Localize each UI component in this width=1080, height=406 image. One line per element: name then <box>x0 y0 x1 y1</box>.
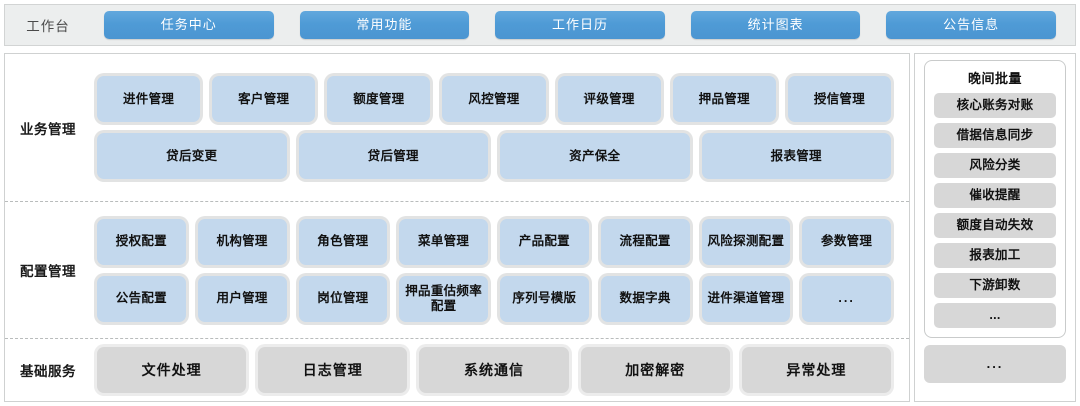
business-row-2: 贷后变更 贷后管理 资产保全 报表管理 <box>91 133 897 179</box>
card-data-dictionary[interactable]: 数据字典 <box>600 275 690 322</box>
batch-item-report-processing[interactable]: 报表加工 <box>934 243 1056 268</box>
top-tab-list: 任务中心 常用功能 工作日历 统计图表 公告信息 <box>91 5 1075 45</box>
section-label-basic-services: 基础服务 <box>20 364 76 379</box>
tab-statistics-chart[interactable]: 统计图表 <box>690 11 861 39</box>
card-post-loan-management[interactable]: 贷后管理 <box>298 133 488 179</box>
section-label-business: 业务管理 <box>20 121 76 137</box>
batch-item-more[interactable]: ... <box>934 303 1056 328</box>
tab-task-center[interactable]: 任务中心 <box>104 11 274 39</box>
card-rating-management[interactable]: 评级管理 <box>557 76 661 122</box>
batch-item-core-accounting-reconciliation[interactable]: 核心账务对账 <box>934 93 1056 118</box>
tab-announcements[interactable]: 公告信息 <box>886 11 1056 39</box>
batch-item-downstream-data-unload[interactable]: 下游卸数 <box>934 273 1056 298</box>
tab-common-functions[interactable]: 常用功能 <box>299 11 470 39</box>
section-body-configuration: 授权配置 机构管理 角色管理 菜单管理 产品配置 流程配置 风险探测配置 参数管… <box>91 218 909 322</box>
page-title: 工作台 <box>26 19 70 34</box>
card-user-management[interactable]: 用户管理 <box>197 275 287 322</box>
card-menu-management[interactable]: 菜单管理 <box>399 218 488 265</box>
basic-services-row-1: 文件处理 日志管理 系统通信 加密解密 异常处理 <box>91 347 897 393</box>
card-report-management[interactable]: 报表管理 <box>701 133 891 179</box>
sidebar-more-button[interactable]: ... <box>924 345 1066 383</box>
card-exception-handling[interactable]: 异常处理 <box>741 347 892 393</box>
configuration-row-1: 授权配置 机构管理 角色管理 菜单管理 产品配置 流程配置 风险探测配置 参数管… <box>91 218 897 265</box>
card-role-management[interactable]: 角色管理 <box>298 218 388 265</box>
card-risk-control-management[interactable]: 风控管理 <box>442 76 546 122</box>
card-credit-limit-management[interactable]: 额度管理 <box>327 76 431 122</box>
card-risk-detection-config[interactable]: 风险探测配置 <box>701 218 791 265</box>
card-credit-granting-management[interactable]: 授信管理 <box>787 76 891 122</box>
section-business-management: 业务管理 进件管理 客户管理 额度管理 风控管理 评级管理 押品管理 授信管理 … <box>5 54 909 201</box>
card-announcement-config[interactable]: 公告配置 <box>97 275 186 322</box>
card-post-loan-change[interactable]: 贷后变更 <box>97 133 287 179</box>
card-configuration-more[interactable]: ... <box>802 275 891 322</box>
section-basic-services: 基础服务 文件处理 日志管理 系统通信 加密解密 异常处理 <box>5 338 909 401</box>
section-body-basic-services: 文件处理 日志管理 系统通信 加密解密 异常处理 <box>91 347 909 393</box>
card-encryption-decryption[interactable]: 加密解密 <box>580 347 730 393</box>
top-bar: 工作台 任务中心 常用功能 工作日历 统计图表 公告信息 <box>4 4 1076 46</box>
batch-item-loan-note-sync[interactable]: 借据信息同步 <box>934 123 1056 148</box>
card-customer-management[interactable]: 客户管理 <box>212 76 316 122</box>
module-map-panel: 业务管理 进件管理 客户管理 额度管理 风控管理 评级管理 押品管理 授信管理 … <box>4 53 910 402</box>
batch-item-credit-limit-auto-expiry[interactable]: 额度自动失效 <box>934 213 1056 238</box>
card-process-config[interactable]: 流程配置 <box>600 218 690 265</box>
card-position-management[interactable]: 岗位管理 <box>298 275 388 322</box>
card-log-management[interactable]: 日志管理 <box>258 347 408 393</box>
card-product-config[interactable]: 产品配置 <box>500 218 589 265</box>
section-label-configuration: 配置管理 <box>20 264 76 279</box>
business-row-1: 进件管理 客户管理 额度管理 风控管理 评级管理 押品管理 授信管理 <box>91 76 897 122</box>
night-batch-panel: 晚间批量 核心账务对账 借据信息同步 风险分类 催收提醒 额度自动失效 报表加工… <box>914 53 1076 402</box>
card-asset-preservation[interactable]: 资产保全 <box>500 133 690 179</box>
night-batch-box: 晚间批量 核心账务对账 借据信息同步 风险分类 催收提醒 额度自动失效 报表加工… <box>924 60 1066 338</box>
card-file-processing[interactable]: 文件处理 <box>97 347 247 393</box>
section-body-business: 进件管理 客户管理 额度管理 风控管理 评级管理 押品管理 授信管理 贷后变更 … <box>91 76 909 179</box>
card-collateral-management[interactable]: 押品管理 <box>672 76 776 122</box>
batch-item-collection-reminder[interactable]: 催收提醒 <box>934 183 1056 208</box>
card-organization-management[interactable]: 机构管理 <box>197 218 287 265</box>
card-collateral-revaluation-frequency-config[interactable]: 押品重估频率配置 <box>399 275 488 322</box>
night-batch-title: 晚间批量 <box>967 71 1022 86</box>
section-configuration-management: 配置管理 授权配置 机构管理 角色管理 菜单管理 产品配置 流程配置 风险探测配… <box>5 201 909 338</box>
card-authorization-config[interactable]: 授权配置 <box>97 218 186 265</box>
card-system-communication[interactable]: 系统通信 <box>419 347 569 393</box>
tab-work-calendar[interactable]: 工作日历 <box>495 11 665 39</box>
card-application-channel-management[interactable]: 进件渠道管理 <box>701 275 791 322</box>
card-parameter-management[interactable]: 参数管理 <box>802 218 891 265</box>
configuration-row-2: 公告配置 用户管理 岗位管理 押品重估频率配置 序列号模版 数据字典 进件渠道管… <box>91 275 897 322</box>
card-serial-number-template[interactable]: 序列号模版 <box>500 275 589 322</box>
card-application-management[interactable]: 进件管理 <box>97 76 201 122</box>
batch-item-risk-classification[interactable]: 风险分类 <box>934 153 1056 178</box>
